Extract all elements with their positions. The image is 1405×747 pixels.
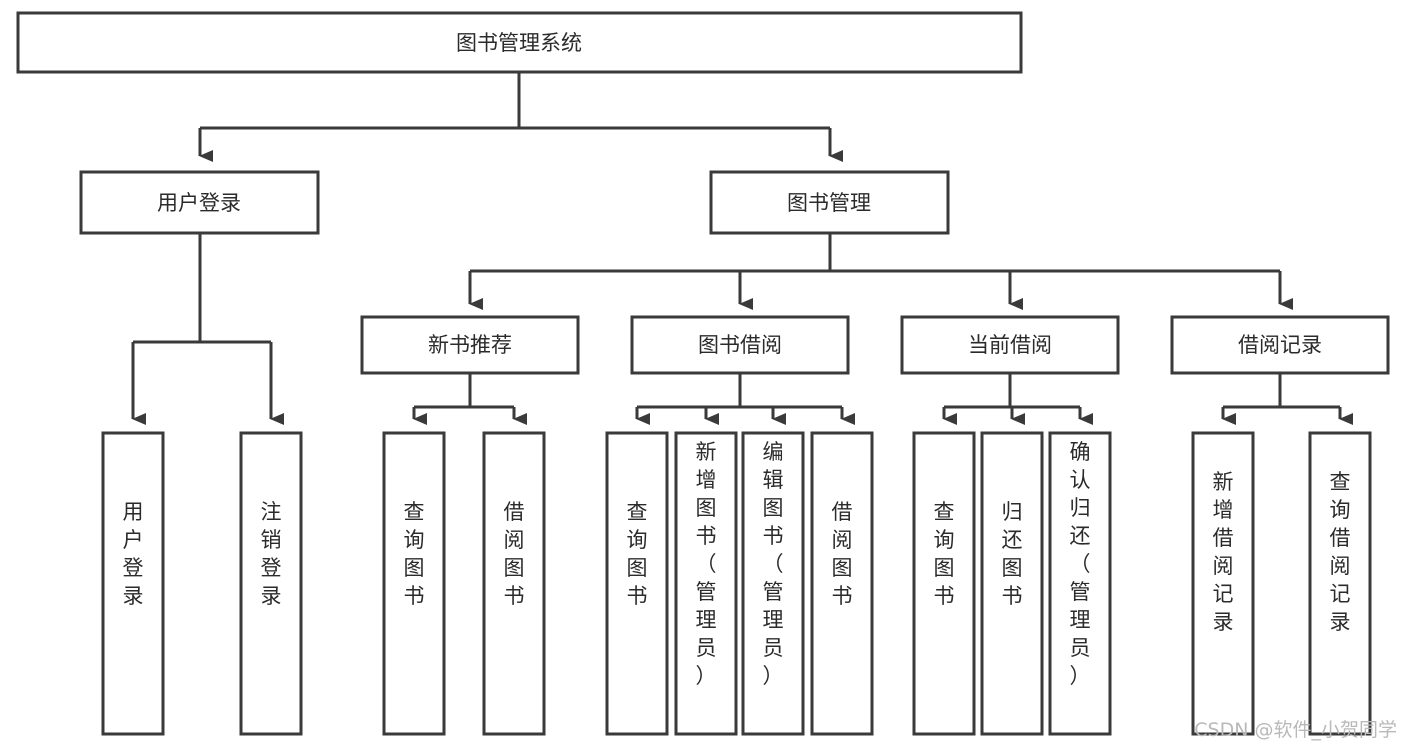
node-leaf-borrow-book-2[interactable]: 借阅图书 [810, 431, 874, 736]
node-leaf-add-record-label: 新增借阅记录 [1213, 470, 1234, 634]
node-leaf-add-record[interactable]: 新增借阅记录 [1191, 431, 1255, 736]
node-leaf-query-record[interactable]: 查询借阅记录 [1308, 431, 1372, 736]
node-leaf-logout-box[interactable] [239, 431, 303, 736]
node-leaf-edit-book-label: 编辑图书（管理员） [763, 440, 784, 688]
node-current-borrow-label: 当前借阅 [968, 333, 1052, 357]
node-leaf-user-login-label: 用户登录 [123, 500, 144, 608]
node-root-box[interactable] [16, 11, 1023, 74]
node-new-book-rec-box[interactable] [360, 315, 580, 375]
node-leaf-borrow-book-1-box[interactable] [482, 431, 546, 736]
node-leaf-confirm-return-label: 确认归还（管理员） [1070, 440, 1091, 688]
node-leaf-query-book-3-label: 查询图书 [934, 500, 955, 608]
node-leaf-query-book-1-label: 查询图书 [404, 500, 425, 608]
node-book-manage[interactable]: 图书管理 [709, 170, 950, 235]
node-user-login[interactable]: 用户登录 [79, 170, 320, 235]
node-leaf-query-record-label: 查询借阅记录 [1330, 470, 1351, 634]
node-leaf-user-login[interactable]: 用户登录 [101, 431, 165, 736]
node-leaf-confirm-return[interactable]: 确认归还（管理员） [1048, 431, 1112, 736]
node-leaf-borrow-book-1-label: 借阅图书 [504, 500, 525, 608]
node-book-borrow[interactable]: 图书借阅 [630, 315, 850, 375]
node-user-login-box[interactable] [79, 170, 320, 235]
node-borrow-record-label: 借阅记录 [1238, 333, 1322, 357]
node-leaf-return-book-box[interactable] [980, 431, 1044, 736]
node-leaf-return-book-label: 归还图书 [1002, 500, 1023, 608]
node-leaf-add-book[interactable]: 新增图书（管理员） [674, 431, 738, 736]
node-leaf-query-book-2-label: 查询图书 [627, 500, 648, 608]
node-leaf-query-book-3[interactable]: 查询图书 [912, 431, 976, 736]
node-leaf-edit-book[interactable]: 编辑图书（管理员） [741, 431, 805, 736]
node-leaf-borrow-book-2-label: 借阅图书 [832, 500, 853, 608]
node-leaf-add-record-box[interactable] [1191, 431, 1255, 736]
node-user-login-label: 用户登录 [157, 191, 241, 215]
connector-layer [131, 72, 1353, 425]
csdn-watermark: CSDN @软件_小贺同学 [1194, 719, 1397, 741]
node-current-borrow-box[interactable] [900, 315, 1120, 375]
node-book-borrow-label: 图书借阅 [698, 333, 782, 357]
node-leaf-confirm-return-box[interactable] [1048, 431, 1112, 736]
node-current-borrow[interactable]: 当前借阅 [900, 315, 1120, 375]
node-book-manage-label: 图书管理 [787, 191, 871, 215]
node-leaf-add-book-label: 新增图书（管理员） [696, 440, 717, 688]
node-leaf-return-book[interactable]: 归还图书 [980, 431, 1044, 736]
node-leaf-borrow-book-2-box[interactable] [810, 431, 874, 736]
node-borrow-record-box[interactable] [1170, 315, 1390, 375]
node-leaf-edit-book-box[interactable] [741, 431, 805, 736]
node-leaf-logout[interactable]: 注销登录 [239, 431, 303, 736]
node-leaf-query-book-2[interactable]: 查询图书 [605, 431, 669, 736]
node-borrow-record[interactable]: 借阅记录 [1170, 315, 1390, 375]
node-leaf-logout-label: 注销登录 [261, 500, 282, 608]
node-leaf-user-login-box[interactable] [101, 431, 165, 736]
node-leaf-query-book-1[interactable]: 查询图书 [382, 431, 446, 736]
node-book-manage-box[interactable] [709, 170, 950, 235]
node-root-label: 图书管理系统 [456, 31, 582, 55]
node-leaf-query-book-1-box[interactable] [382, 431, 446, 736]
node-leaf-query-record-box[interactable] [1308, 431, 1372, 736]
node-book-borrow-box[interactable] [630, 315, 850, 375]
node-leaf-borrow-book-1[interactable]: 借阅图书 [482, 431, 546, 736]
node-root[interactable]: 图书管理系统 [16, 11, 1023, 74]
node-leaf-query-book-3-box[interactable] [912, 431, 976, 736]
node-new-book-rec[interactable]: 新书推荐 [360, 315, 580, 375]
node-leaf-add-book-box[interactable] [674, 431, 738, 736]
node-new-book-rec-label: 新书推荐 [428, 333, 512, 357]
node-leaf-query-book-2-box[interactable] [605, 431, 669, 736]
